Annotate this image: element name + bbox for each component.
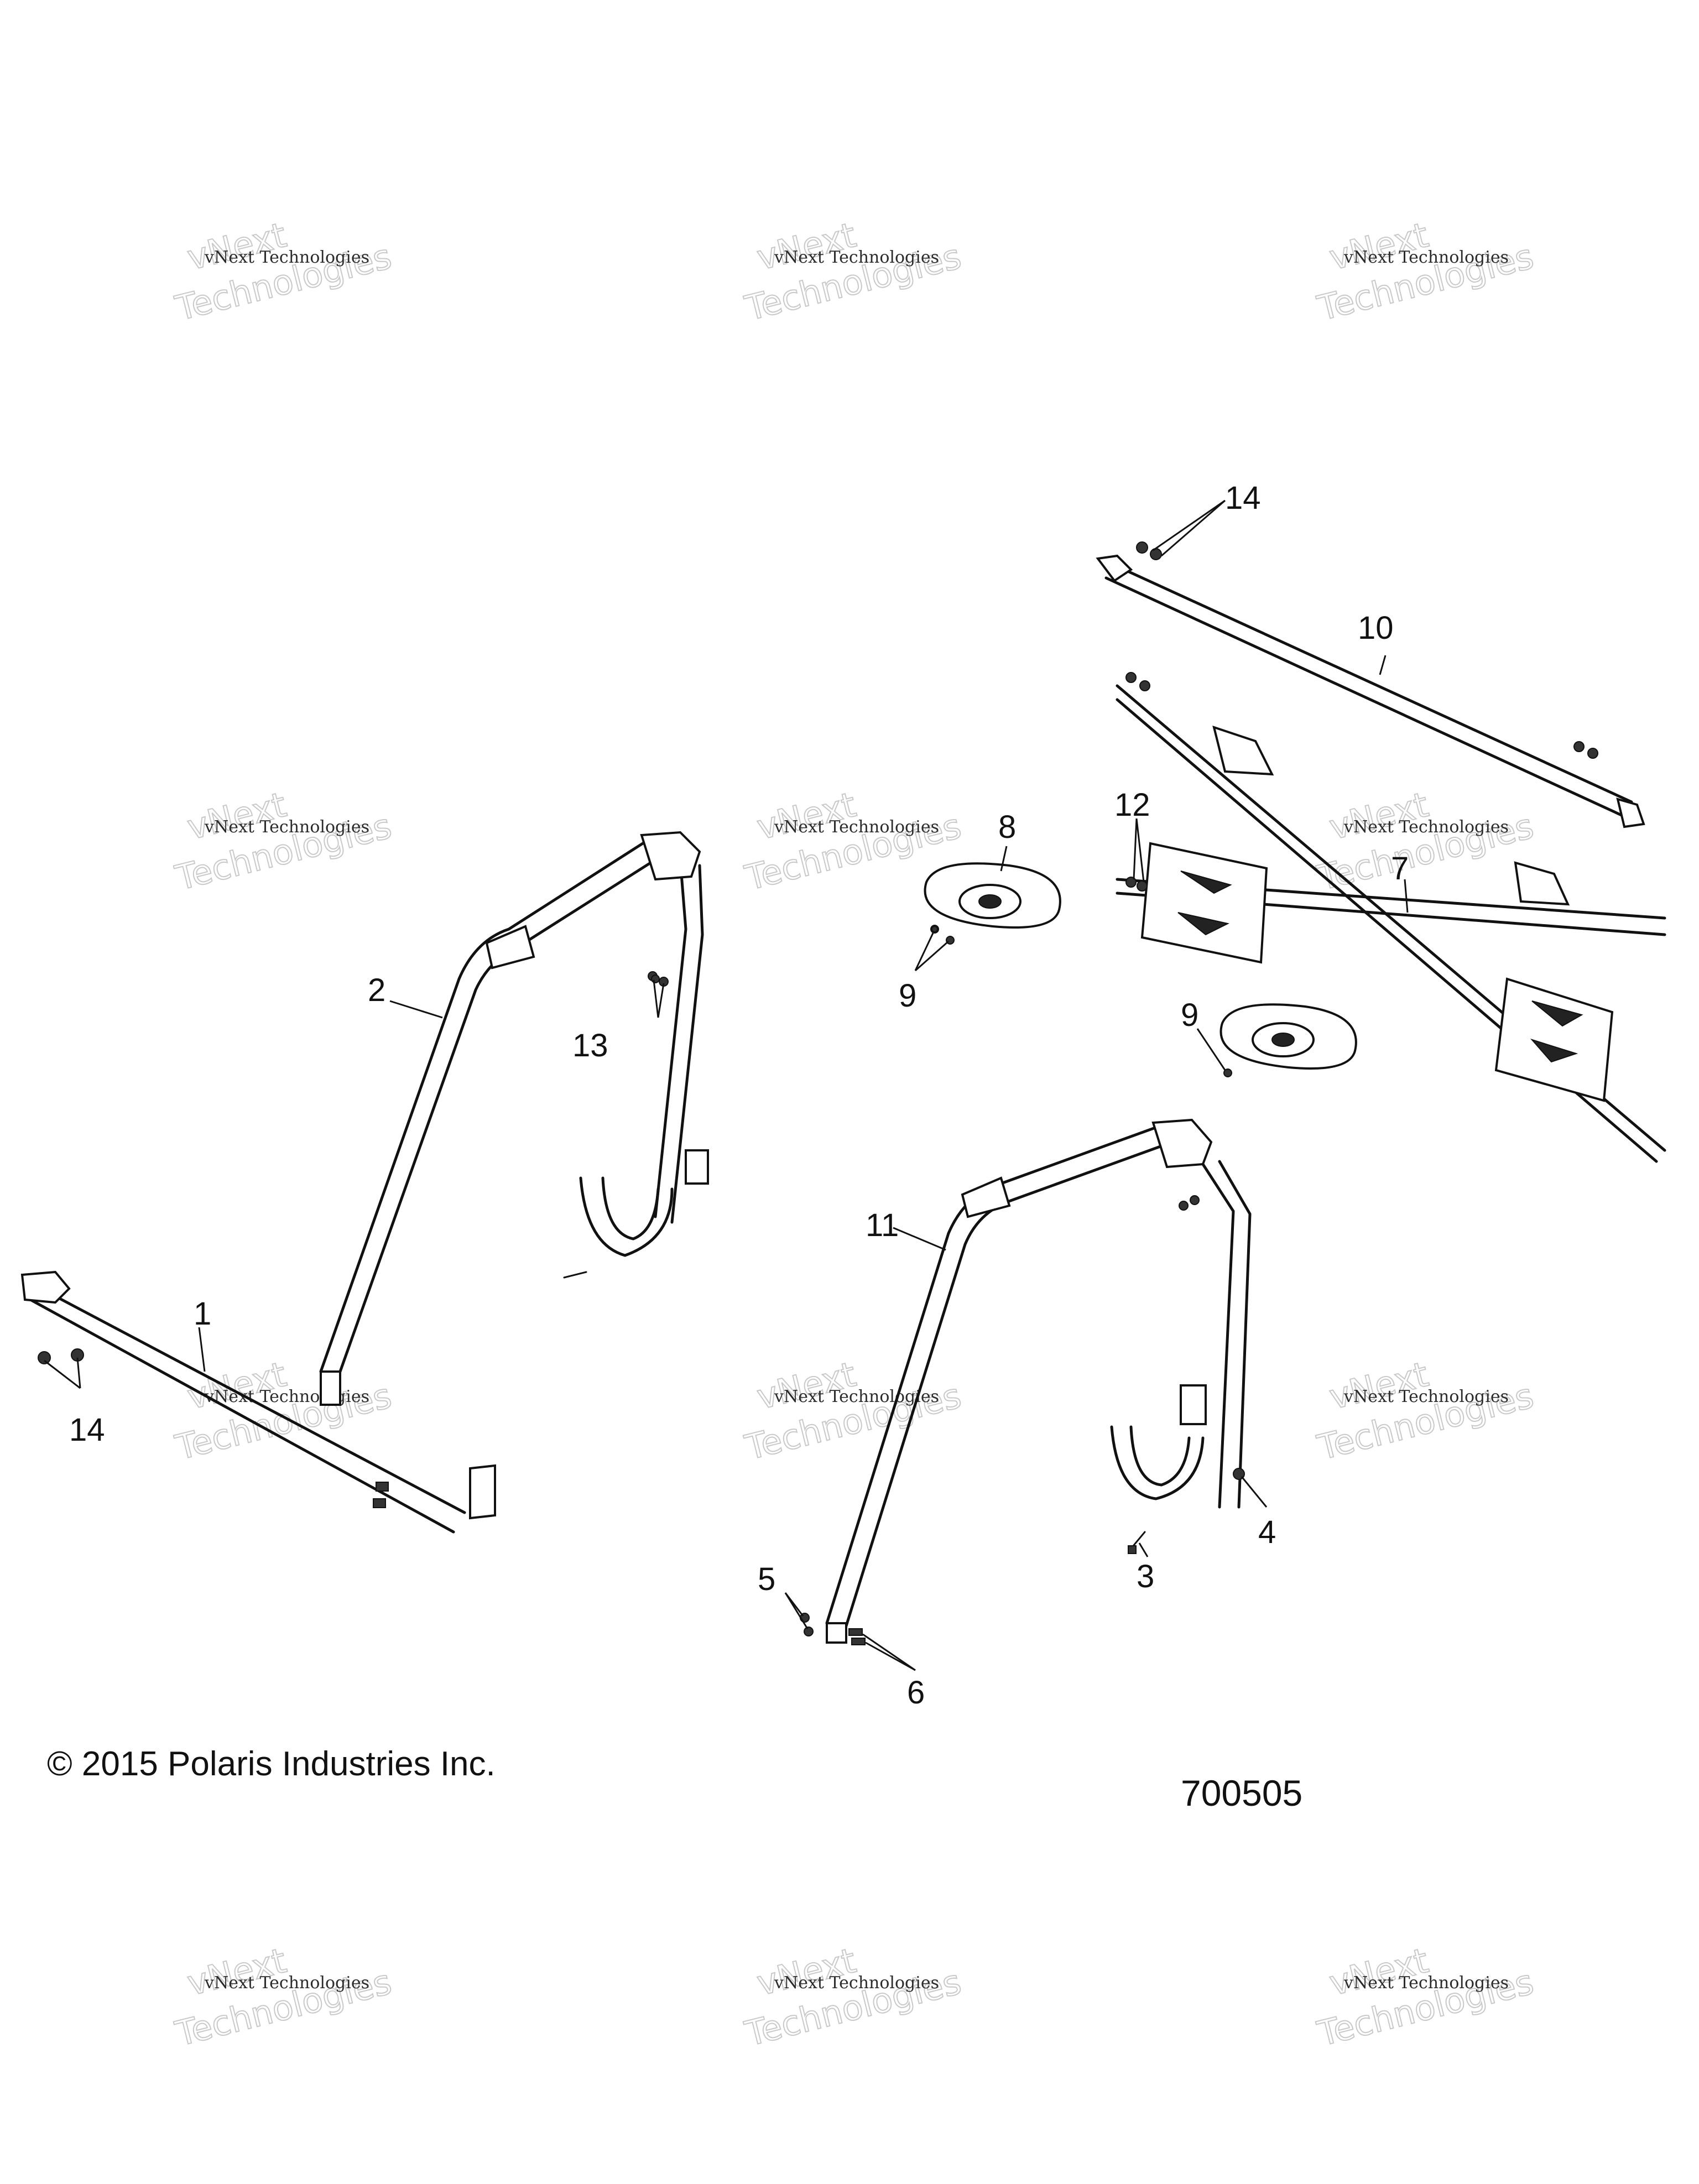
part-6-bolts [848, 1628, 866, 1645]
part-13-bolts [651, 974, 660, 983]
svg-text:vNext Technologies: vNext Technologies [204, 817, 369, 837]
callout-9-lower: 9 [1181, 997, 1198, 1033]
watermark-lower-right: vNext Technologies vNext Technologies [1313, 1353, 1538, 1468]
svg-text:vNext Technologies: vNext Technologies [774, 817, 939, 837]
part-10-rear-upper-tube [1096, 554, 1645, 828]
watermark-bottom-right: vNext Technologies vNext Technologies [1313, 1940, 1538, 2055]
callout-14-upper: 14 [1225, 480, 1261, 516]
callout-8: 8 [998, 809, 1016, 845]
part-12-bolts [1125, 877, 1148, 892]
leader-lines [44, 499, 1409, 1671]
diagram-number: 700505 [1181, 1773, 1302, 1813]
callout-6: 6 [907, 1675, 925, 1711]
part-2-left-hoop [319, 831, 709, 1406]
part-9-screws [931, 926, 938, 932]
watermark-bottom-center: vNext Technologies vNext Technologies [741, 1940, 966, 2055]
callout-2: 2 [368, 972, 385, 1008]
svg-text:vNext Technologies: vNext Technologies [774, 1973, 939, 1993]
svg-text:vNext Technologies: vNext Technologies [1343, 1387, 1509, 1406]
part-14-nuts-upper [1136, 541, 1162, 560]
callout-12: 12 [1114, 787, 1150, 823]
callout-14-lower: 14 [69, 1412, 105, 1448]
watermark-mid-left: vNext Technologies vNext Technologies [171, 784, 396, 899]
part-14-nuts-lower [38, 1348, 84, 1364]
part-8-mirror-lower [1219, 1003, 1357, 1077]
svg-text:vNext Technologies: vNext Technologies [774, 1387, 939, 1406]
callout-13: 13 [572, 1028, 608, 1064]
watermark-lower-center: vNext Technologies vNext Technologies [741, 1353, 966, 1468]
svg-text:vNext Technologies: vNext Technologies [204, 1387, 369, 1406]
callout-10: 10 [1358, 610, 1394, 646]
svg-text:vNext Technologies: vNext Technologies [1343, 248, 1509, 267]
part-5-nuts [800, 1613, 814, 1636]
callout-3: 3 [1137, 1558, 1154, 1594]
watermark-top-right: vNext Technologies vNext Technologies [1313, 214, 1538, 329]
callout-4: 4 [1258, 1514, 1276, 1550]
part-11-right-hoop [825, 1118, 1252, 1644]
watermark-top-center: vNext Technologies vNext Technologies [741, 214, 966, 329]
watermark-top-left: vNext Technologies vNext Technologies [171, 214, 396, 329]
part-3-bolt [1128, 1531, 1146, 1554]
watermark-bottom-left: vNext Technologies vNext Technologies [171, 1940, 396, 2055]
callout-11: 11 [866, 1207, 899, 1243]
callout-5: 5 [758, 1561, 775, 1597]
svg-text:vNext Technologies: vNext Technologies [774, 248, 939, 267]
part-1-left-lower-tube [20, 1270, 496, 1534]
callout-1: 1 [194, 1296, 211, 1332]
svg-text:vNext Technologies: vNext Technologies [204, 1973, 369, 1993]
part-7-x-brace [1116, 672, 1666, 1163]
callout-9-upper: 9 [899, 978, 916, 1014]
part-8-mirror-upper [924, 862, 1061, 945]
copyright-notice: © 2015 Polaris Industries Inc. [47, 1745, 496, 1783]
svg-text:vNext Technologies: vNext Technologies [1343, 1973, 1509, 1993]
callout-7: 7 [1391, 851, 1409, 887]
svg-text:vNext Technologies: vNext Technologies [1343, 817, 1509, 837]
svg-text:vNext Technologies: vNext Technologies [204, 248, 369, 267]
